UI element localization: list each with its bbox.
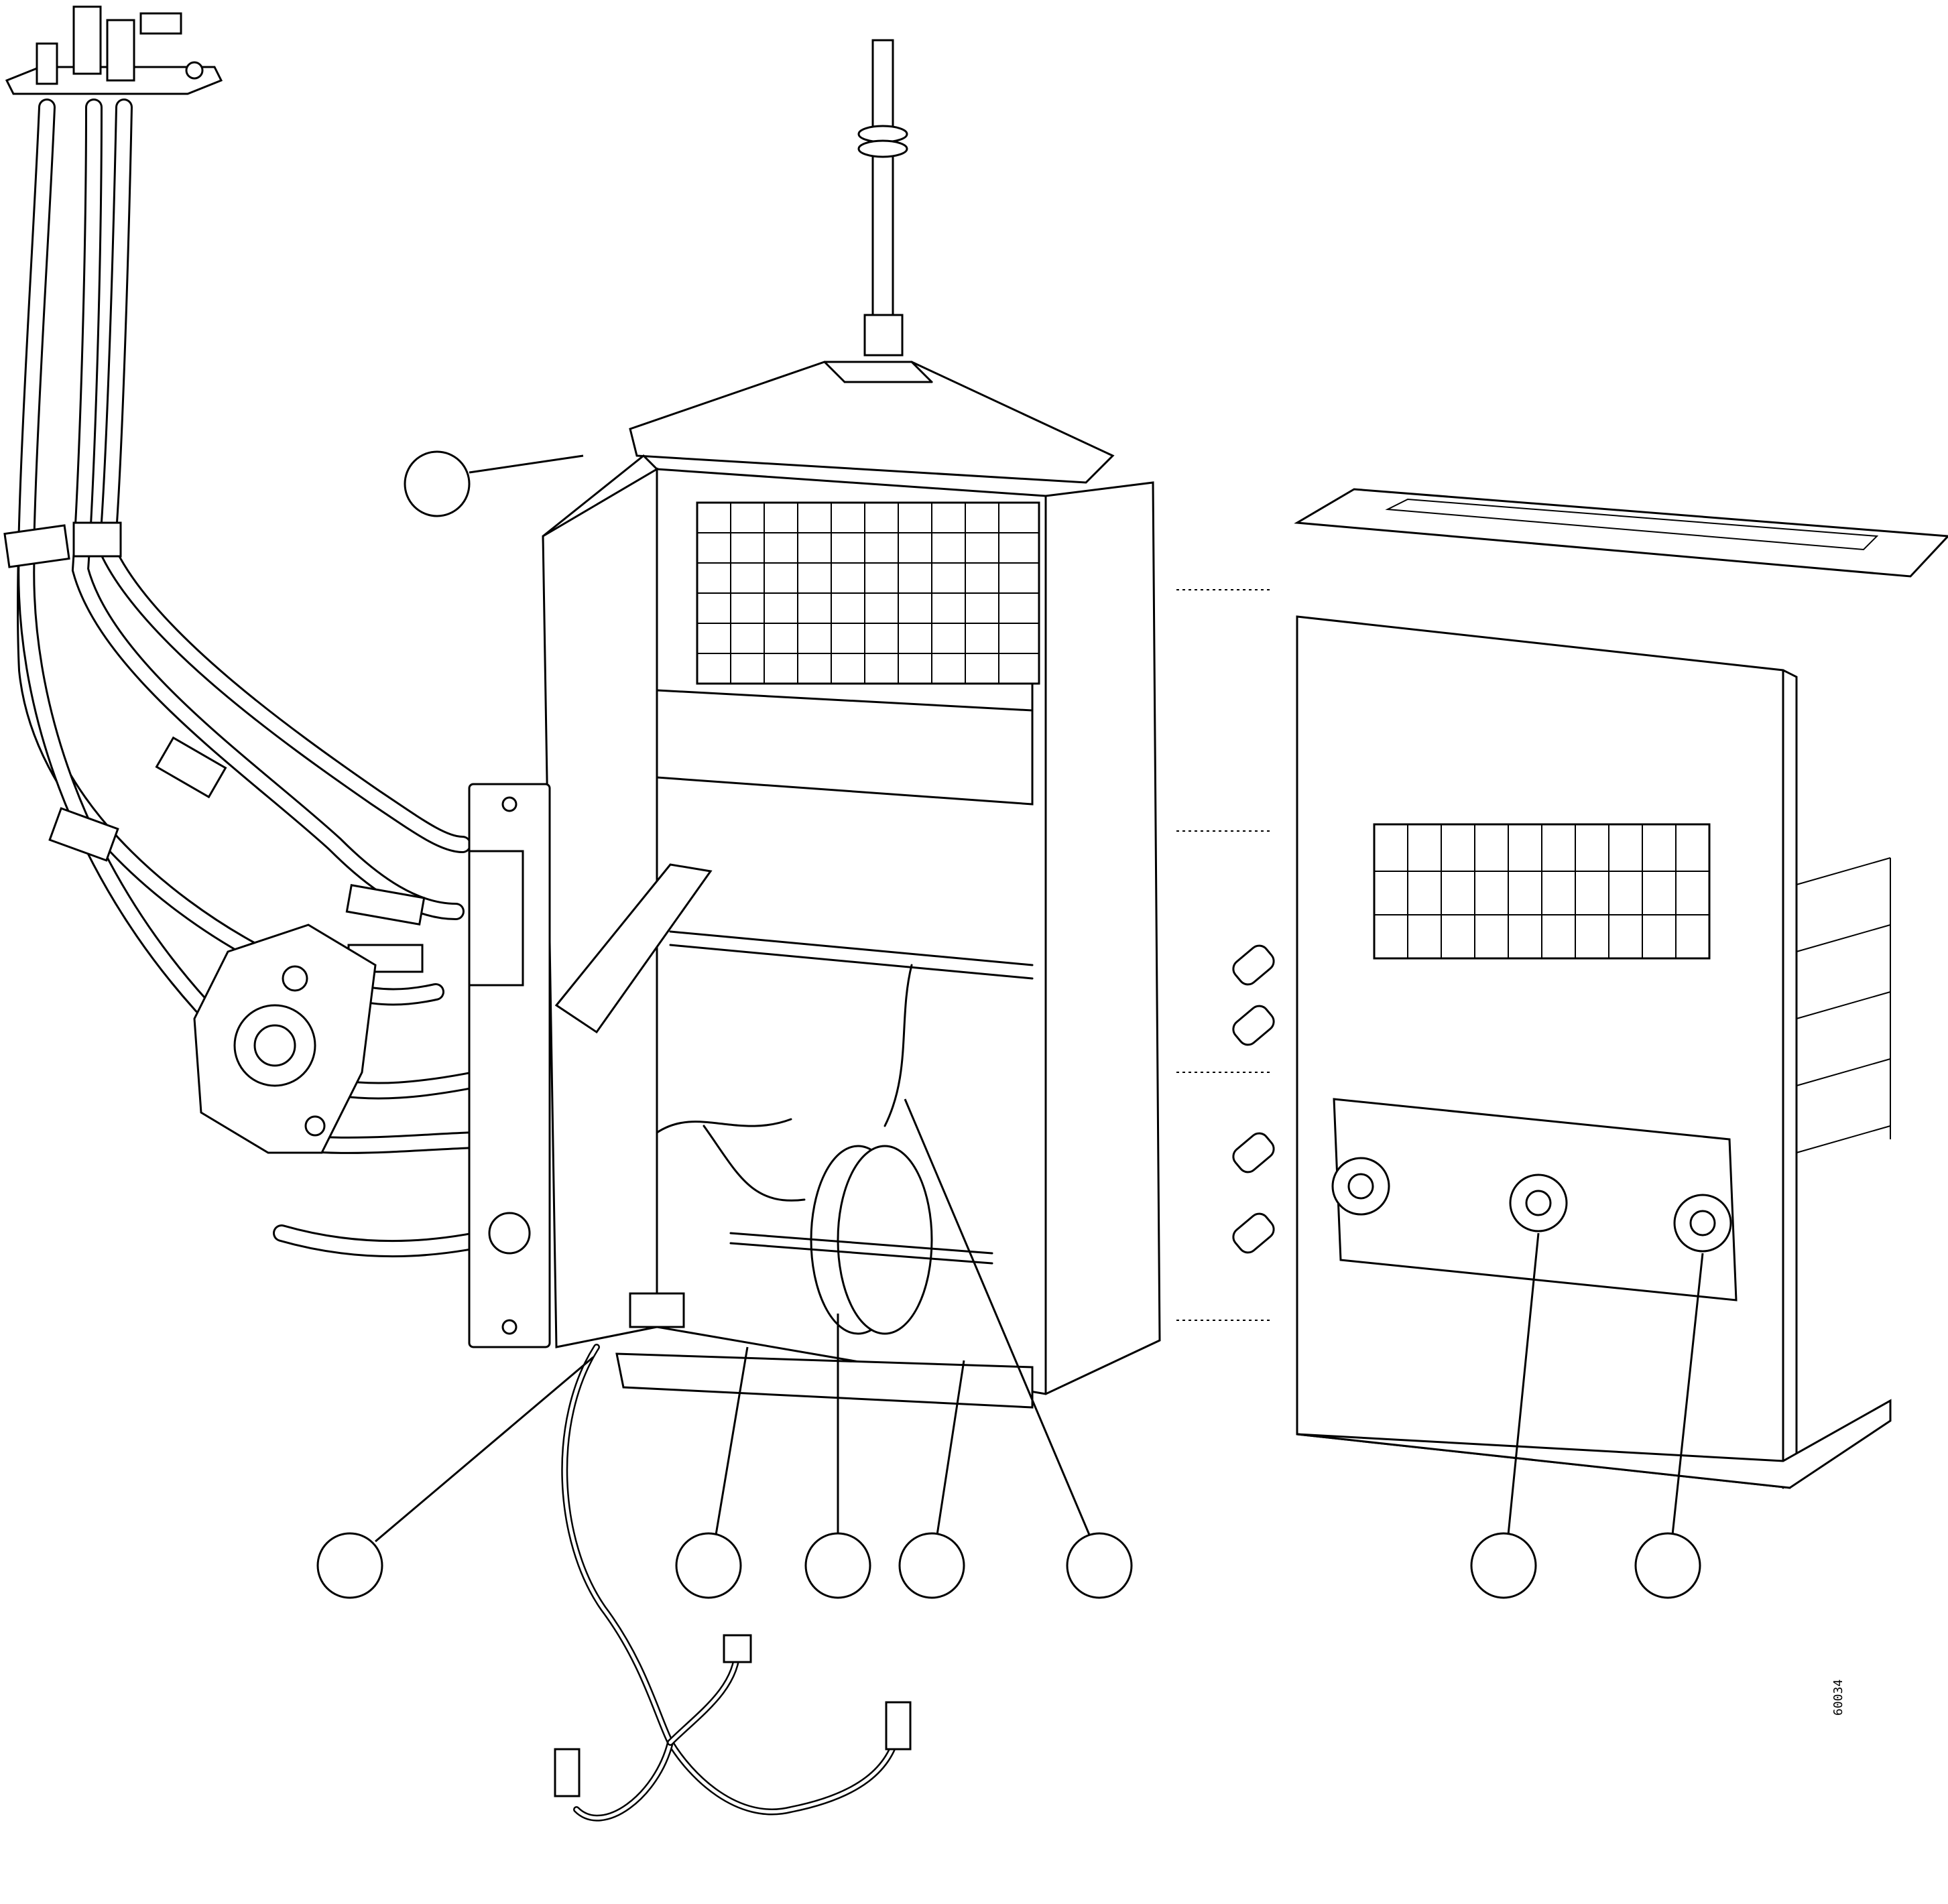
hose-bundle (3, 99, 518, 1258)
callout-3 (675, 1532, 742, 1599)
wiring-harness (554, 1344, 912, 1822)
center-heater-unit (468, 39, 1161, 1409)
valve-assembly (193, 924, 377, 1154)
callout-5 (898, 1532, 965, 1599)
hose-manifold (5, 5, 223, 95)
callout-7 (1470, 1532, 1537, 1599)
right-heater-unit (1232, 488, 1948, 1489)
callout-1 (404, 450, 471, 517)
callouts (316, 450, 1704, 1599)
drawing-reference-code: 60034 (1831, 1679, 1845, 1716)
callout-8 (1634, 1532, 1701, 1599)
callout-4 (804, 1532, 871, 1599)
callout-6 (1066, 1532, 1133, 1599)
callout-2 (316, 1532, 383, 1599)
